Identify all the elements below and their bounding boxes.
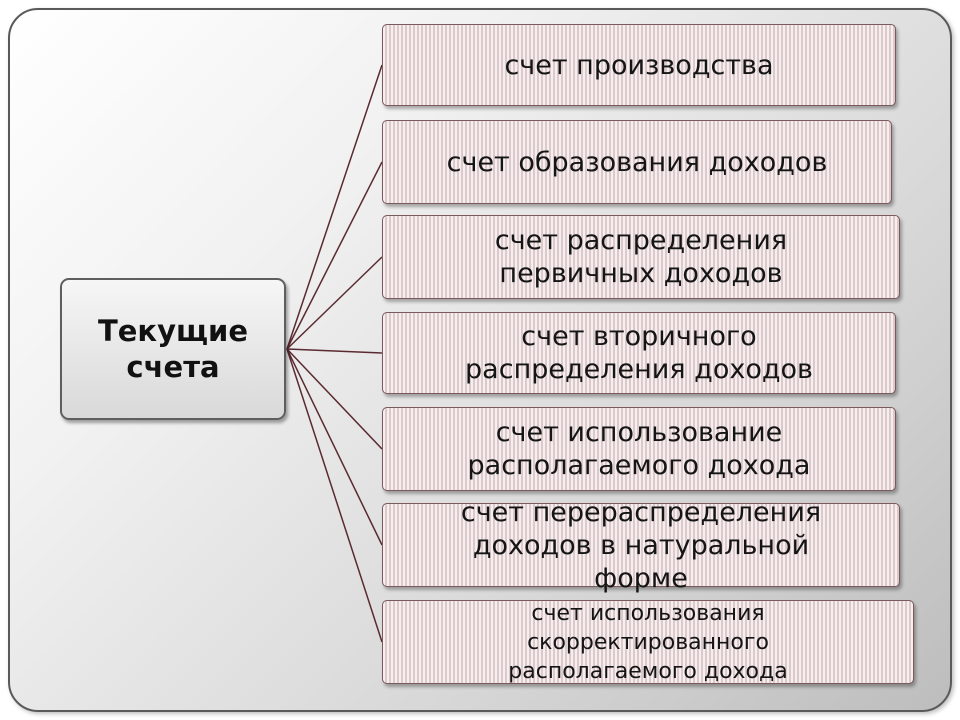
root-node-label: Текущие счета: [97, 314, 249, 384]
account-node-secondary-income-distribution: счет вторичного распределения доходов: [382, 312, 896, 394]
account-node-income-in-kind-redistribution: счет перераспределения доходов в натурал…: [382, 497, 900, 594]
account-node-disposable-income-use: счет использование располагаемого дохода: [382, 407, 896, 491]
connector-line: [286, 348, 383, 354]
connector-line: [286, 161, 383, 350]
account-node-label: счет производства: [504, 49, 774, 81]
root-node-current-accounts: Текущие счета: [60, 278, 286, 420]
account-node-production: счет производства: [382, 24, 896, 106]
connector-line: [286, 64, 383, 350]
account-node-label: счет образования доходов: [446, 146, 828, 178]
connector-line: [286, 348, 383, 450]
account-node-label: счет перераспределения доходов в натурал…: [460, 496, 822, 594]
connector-line: [286, 256, 383, 350]
account-node-label: счет использование располагаемого дохода: [467, 417, 811, 481]
account-node-primary-income-distribution: счет распределения первичных доходов: [382, 215, 900, 299]
account-node-label: счет вторичного распределения доходов: [465, 321, 813, 385]
account-node-adjusted-disposable-income-use: счет использования скорректированного ра…: [382, 600, 914, 684]
connector-line: [286, 348, 383, 643]
account-node-label: счет распределения первичных доходов: [494, 225, 788, 289]
account-node-label: счет использования скорректированного ра…: [508, 600, 788, 684]
account-node-income-generation: счет образования доходов: [382, 120, 892, 204]
connector-line: [286, 348, 383, 546]
